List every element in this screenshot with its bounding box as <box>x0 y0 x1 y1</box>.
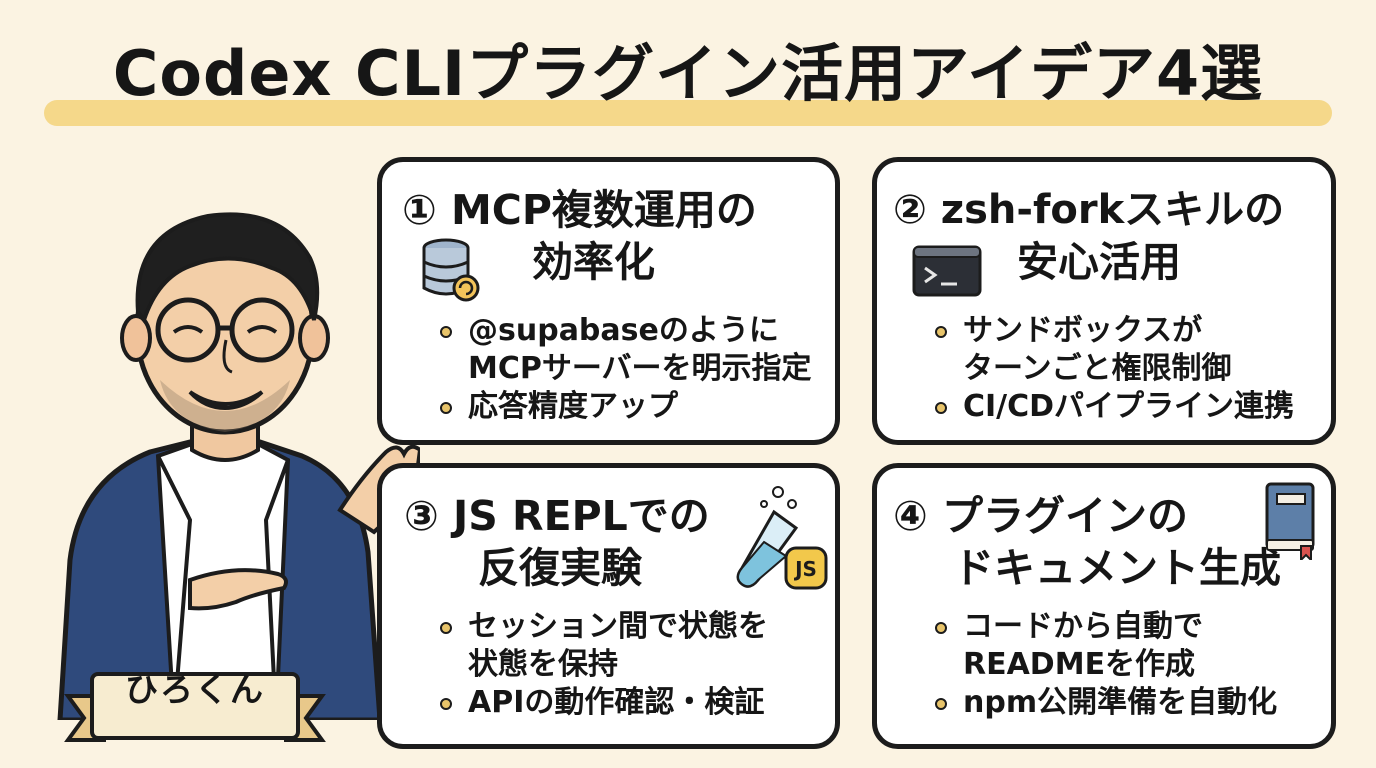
character-illustration <box>57 212 420 720</box>
list-item-text: 状態を保持 <box>468 647 618 682</box>
test-tube-js-icon: JS <box>736 486 828 590</box>
list-item: 応答精度アップ <box>434 388 812 426</box>
list-item-continuation: READMEを作成 <box>929 646 1277 684</box>
card-docs: ④ プラグインの ドキュメント生成 コードから自動で READMEを作成 npm… <box>872 463 1336 749</box>
page-title: Codex CLIプラグイン活用アイデア4選 <box>112 37 1264 110</box>
card-title-line2: 安心活用 <box>1017 238 1181 286</box>
list-item: CI/CDパイプライン連携 <box>929 388 1294 426</box>
card-title-line2: 効率化 <box>532 238 655 286</box>
bullet-list: セッション間で状態を 状態を保持 APIの動作確認・検証 <box>434 608 768 722</box>
js-label: JS <box>793 557 817 581</box>
card-title-line2: ドキュメント生成 <box>953 544 1281 592</box>
card-title-line1: ③ JS REPLでの <box>404 492 710 540</box>
terminal-icon <box>912 245 982 297</box>
card-js-repl: ③ JS REPLでの 反復実験 JS セッション間で状態を 状態を保持 API… <box>377 463 840 749</box>
list-item: @supabaseのように <box>434 312 812 350</box>
card-title-line2: 反復実験 <box>478 544 642 592</box>
title-area: Codex CLIプラグイン活用アイデア4選 <box>0 0 1376 140</box>
list-item-text: MCPサーバーを明示指定 <box>468 351 812 386</box>
list-item: セッション間で状態を <box>434 608 768 646</box>
bullet-list: コードから自動で READMEを作成 npm公開準備を自動化 <box>929 608 1277 722</box>
list-item-continuation: MCPサーバーを明示指定 <box>434 350 812 388</box>
name-ribbon <box>64 672 326 742</box>
list-item-continuation: 状態を保持 <box>434 646 768 684</box>
list-item-text: ターンごと権限制御 <box>963 351 1232 386</box>
list-item-text: READMEを作成 <box>963 647 1196 682</box>
list-item: APIの動作確認・検証 <box>434 684 768 722</box>
card-title-line1: ① MCP複数運用の <box>402 186 757 234</box>
list-item-continuation: ターンごと権限制御 <box>929 350 1294 388</box>
list-item: npm公開準備を自動化 <box>929 684 1277 722</box>
card-title-line1: ④ プラグインの <box>893 492 1188 540</box>
card-title-line1: ② zsh-forkスキルの <box>893 187 1285 233</box>
bullet-list: サンドボックスが ターンごと権限制御 CI/CDパイプライン連携 <box>929 312 1294 426</box>
list-item: コードから自動で <box>929 608 1277 646</box>
database-sync-icon <box>422 238 480 302</box>
card-mcp: ① MCP複数運用の 効率化 @supabaseのように MCPサーバーを明示指… <box>377 157 840 445</box>
character-name: ひろくん <box>125 670 265 709</box>
bullet-list: @supabaseのように MCPサーバーを明示指定 応答精度アップ <box>434 312 812 426</box>
list-item: サンドボックスが <box>929 312 1294 350</box>
card-zsh-fork: ② zsh-forkスキルの 安心活用 サンドボックスが ターンごと権限制御 C… <box>872 157 1336 445</box>
title-highlight <box>44 100 1332 126</box>
book-icon <box>1265 482 1315 560</box>
